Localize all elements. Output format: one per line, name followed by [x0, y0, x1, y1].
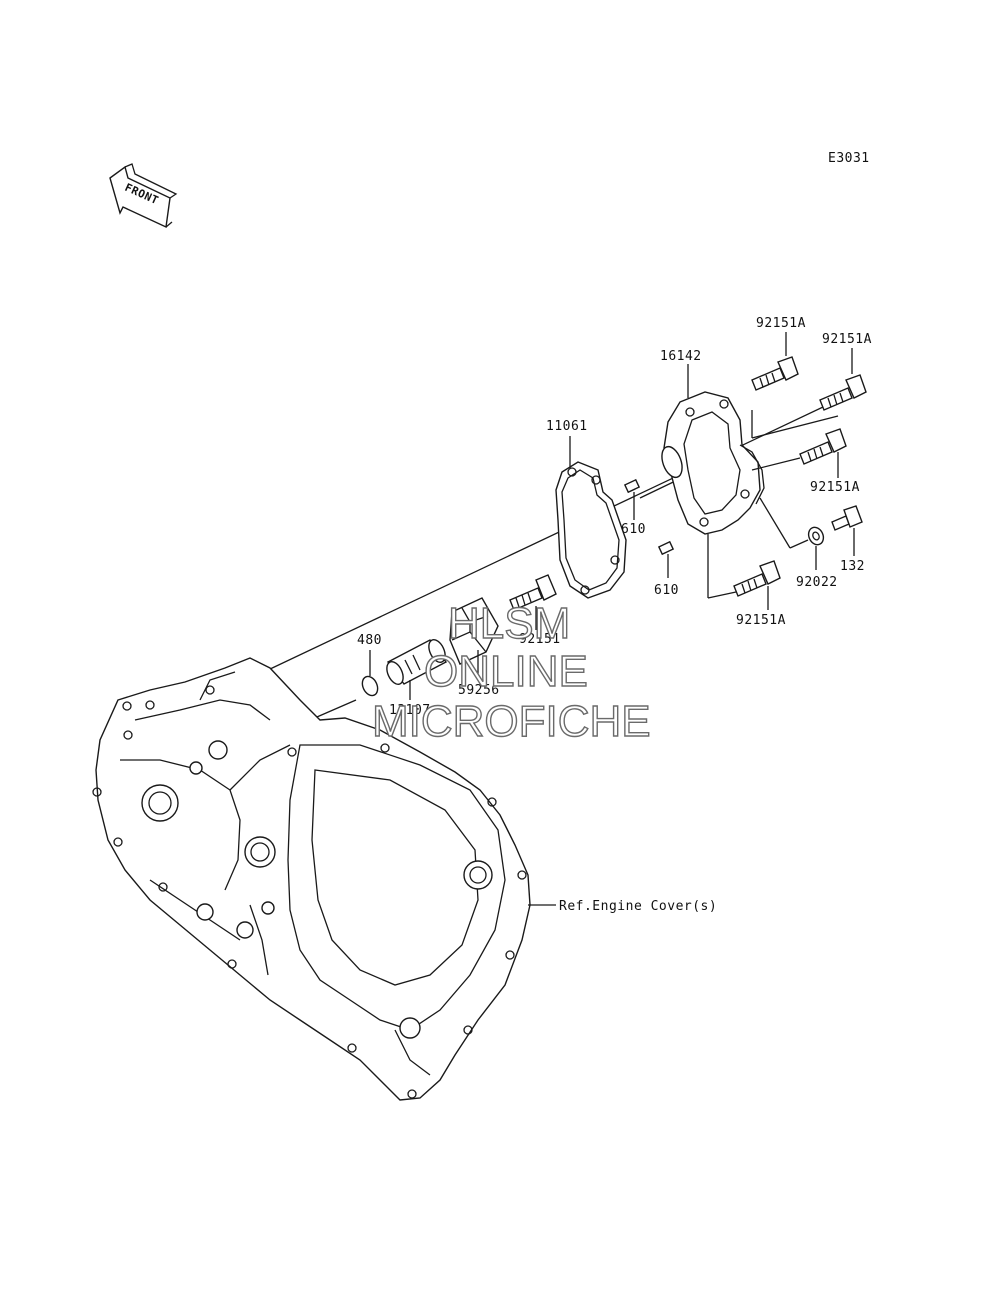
label-bolt-mid-right: 92151A: [810, 480, 860, 495]
label-bolt-top-right: 92151A: [822, 332, 872, 347]
label-pump-cover: 16142: [660, 349, 702, 364]
dowel-lower: [657, 540, 675, 578]
impeller: [449, 597, 499, 680]
engine-crankcase: [92, 657, 531, 1101]
bolt-top-right: [819, 348, 867, 411]
dowel-upper: [623, 478, 641, 520]
bolt-top-left: [751, 332, 799, 391]
pump-shaft: [386, 639, 448, 700]
bolt-bottom: [707, 534, 781, 610]
label-bolt-impeller: 92151: [519, 632, 561, 647]
bolt-mid-right: [751, 428, 847, 478]
diagram-code: E3031: [828, 151, 870, 166]
pump-cover: [661, 364, 765, 535]
front-arrow-icon: FRONT: [109, 163, 178, 229]
label-circlip: 480: [357, 633, 382, 648]
label-washer: 92022: [796, 575, 838, 590]
watermark: HLSM ONLINE MICROFICHE: [371, 598, 651, 746]
label-gasket: 11061: [546, 419, 588, 434]
label-bolt-top-left: 92151A: [756, 316, 806, 331]
watermark-line-3: MICROFICHE: [372, 697, 651, 746]
watermark-line-1: HLSM: [448, 599, 570, 648]
washer: [759, 497, 825, 570]
drain-bolt: [831, 505, 863, 556]
watermark-line-2: ONLINE: [424, 647, 588, 696]
gasket: [555, 436, 627, 599]
label-shaft: 13107: [389, 703, 431, 718]
circlip: [361, 650, 379, 697]
label-drain-bolt: 132: [840, 559, 865, 574]
label-dowel-lower: 610: [654, 583, 679, 598]
label-bolt-bottom: 92151A: [736, 613, 786, 628]
label-dowel-upper: 610: [621, 522, 646, 537]
reference-label: Ref.Engine Cover(s): [559, 899, 717, 914]
label-impeller: 59256: [458, 683, 500, 698]
bolt-impeller: [509, 574, 557, 630]
